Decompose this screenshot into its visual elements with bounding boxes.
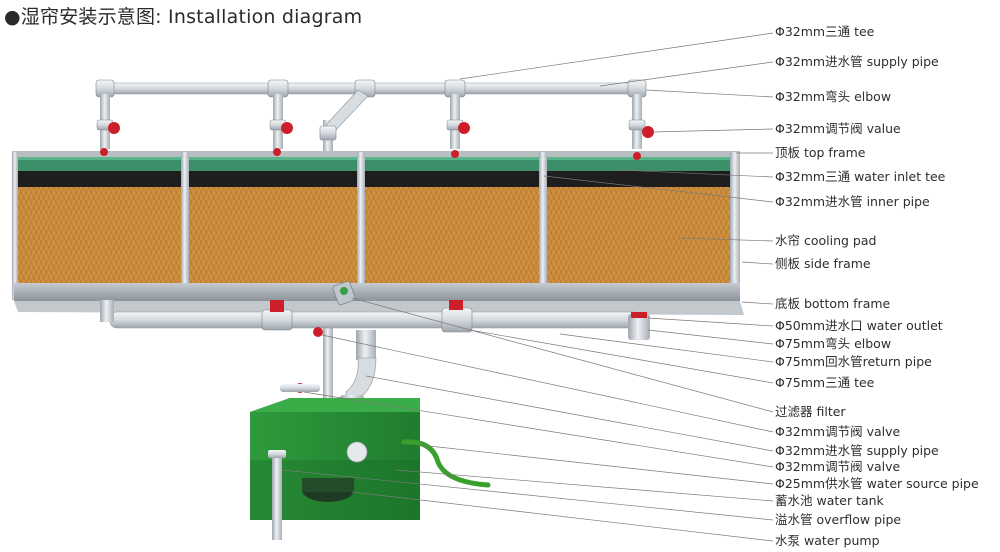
label-valve: Φ32mm调节阀 value bbox=[775, 121, 901, 136]
label-overflow-pipe: 溢水管 overflow pipe bbox=[775, 512, 902, 527]
label-valve-tank: Φ32mm调节阀 valve bbox=[775, 459, 901, 474]
label-tee-75: Φ75mm三通 tee bbox=[775, 375, 875, 390]
water-source-hose bbox=[401, 439, 491, 488]
label-tee: Φ32mm三通 tee bbox=[775, 24, 875, 39]
label-cooling-pad: 水帘 cooling pad bbox=[775, 233, 877, 248]
label-supply-pipe-lower: Φ32mm进水管 supply pipe bbox=[775, 443, 939, 458]
label-water-source-pipe: Φ25mm供水管 water source pipe bbox=[775, 476, 979, 491]
label-water-inlet-tee: Φ32mm三通 water inlet tee bbox=[775, 169, 946, 184]
label-water-outlet: Φ50mm进水口 water outlet bbox=[775, 318, 943, 333]
page-title: ●湿帘安装示意图: Installation diagram bbox=[4, 6, 363, 28]
label-side-frame: 侧板 side frame bbox=[775, 256, 871, 271]
label-water-tank: 蓄水池 water tank bbox=[775, 493, 884, 508]
label-elbow-75: Φ75mm弯头 elbow bbox=[775, 336, 892, 351]
filter-icon bbox=[332, 281, 356, 305]
label-bottom-frame: 底板 bottom frame bbox=[775, 296, 891, 311]
label-return-pipe: Φ75mm回水管return pipe bbox=[775, 354, 932, 369]
water-tank bbox=[250, 398, 420, 540]
label-top-frame: 顶板 top frame bbox=[775, 145, 866, 160]
adjust-valve-icon bbox=[108, 122, 654, 138]
top-supply-pipe bbox=[95, 79, 647, 149]
label-elbow: Φ32mm弯头 elbow bbox=[775, 89, 892, 104]
leader-lines bbox=[281, 32, 774, 542]
label-filter: 过滤器 filter bbox=[775, 404, 846, 419]
label-water-pump: 水泵 water pump bbox=[775, 533, 880, 548]
label-valve-lower: Φ32mm调节阀 valve bbox=[775, 424, 901, 439]
label-inner-pipe: Φ32mm进水管 inner pipe bbox=[775, 194, 930, 209]
cooling-pad-assembly bbox=[12, 148, 744, 315]
label-supply-pipe: Φ32mm进水管 supply pipe bbox=[775, 54, 939, 69]
valve-icon bbox=[313, 327, 323, 337]
